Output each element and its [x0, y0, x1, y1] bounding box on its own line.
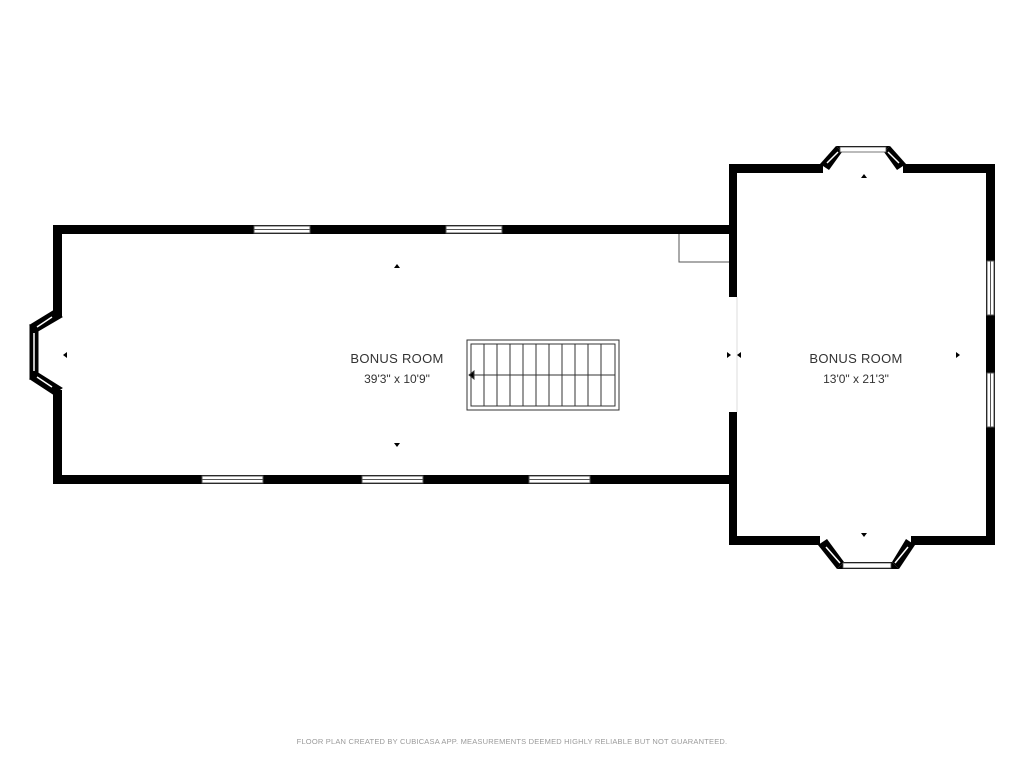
right-room-right-wall	[986, 164, 995, 545]
right-room-top-wall-right	[903, 164, 995, 173]
left-room-top-wall	[53, 225, 737, 234]
marker-up-icon	[394, 264, 400, 268]
right-room-bottom-wall-left	[729, 536, 820, 545]
marker-left-icon	[63, 352, 67, 358]
marker-down-icon	[394, 443, 400, 447]
left-room-left-wall-upper	[53, 225, 62, 317]
staircase	[466, 339, 620, 411]
right-top-bay-window	[820, 146, 906, 170]
marker-left-icon	[737, 352, 741, 358]
partition-wall-lower	[729, 412, 737, 484]
right-room-top-wall-left	[729, 164, 823, 173]
right-room-windows	[986, 260, 995, 428]
left-room-left-wall-lower	[53, 390, 62, 484]
right-room-bottom-wall-right	[911, 536, 995, 545]
marker-right-icon	[956, 352, 960, 358]
right-room-left-wall-lower	[729, 475, 737, 545]
right-room-dimensions: 13'0" x 21'3"	[823, 372, 889, 386]
left-room-dimensions: 39'3" x 10'9"	[364, 372, 430, 386]
left-room-windows	[201, 225, 591, 484]
direction-markers	[63, 174, 960, 537]
marker-up-icon	[861, 174, 867, 178]
footer-disclaimer: FLOOR PLAN CREATED BY CUBICASA APP. MEAS…	[296, 737, 728, 746]
marker-right-icon	[727, 352, 731, 358]
right-bottom-bay-window	[818, 539, 915, 569]
right-room-name: BONUS ROOM	[809, 351, 902, 366]
right-room-left-wall-upper	[729, 164, 737, 234]
left-bay-window	[29, 310, 63, 395]
right-room-walls	[729, 164, 995, 545]
marker-down-icon	[861, 533, 867, 537]
left-room-name: BONUS ROOM	[350, 351, 443, 366]
closet-outline	[678, 234, 729, 263]
stair-arrow-icon	[468, 369, 475, 381]
partition-wall-upper	[729, 225, 737, 297]
